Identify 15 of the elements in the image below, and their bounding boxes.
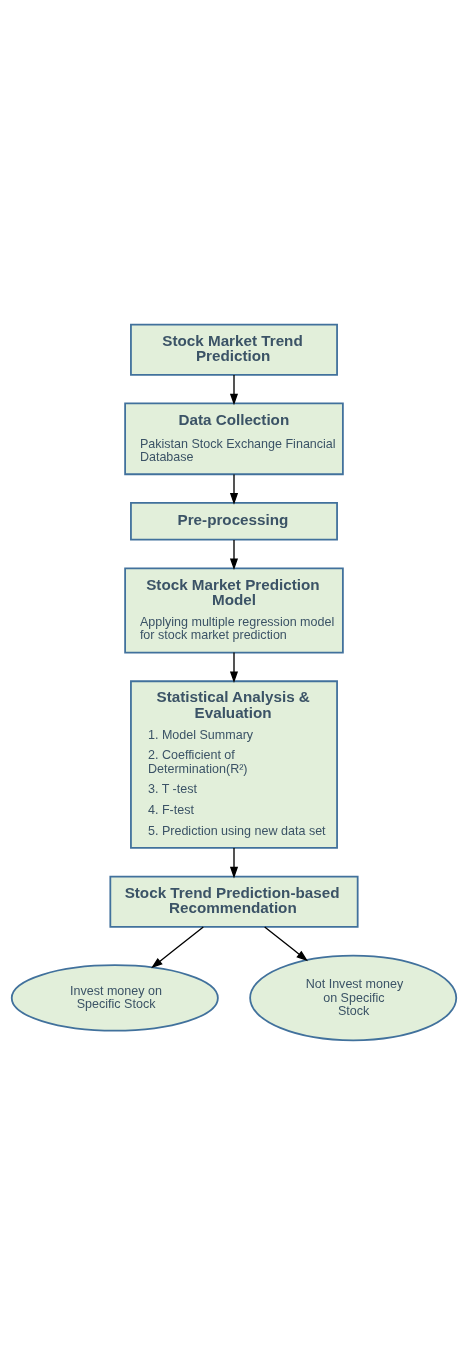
node-box: Statistical Analysis & Evaluation 1. Model Summary 2. Coefficient of Determination(R²) 3. T -test 4. F-test 5. Prediction using new data set [130, 679, 338, 849]
arrow [229, 473, 239, 505]
arrow [229, 846, 239, 878]
node-box: Data Collection Pakistan Stock Exchange Financial Database [124, 402, 344, 475]
arrow [264, 925, 308, 961]
arrow [229, 373, 239, 405]
node-box: Stock Market Trend Prediction [130, 323, 338, 376]
arrow [151, 925, 204, 968]
arrow [229, 651, 239, 683]
node-box: Stock Market Prediction Model Applying multiple regression model for stock market prediction [124, 566, 344, 653]
node-ellipse: Invest money on Specific Stock [10, 963, 219, 1032]
arrow [229, 538, 239, 570]
node-box: Pre-processing [130, 501, 338, 541]
node-box: Stock Trend Prediction-based Recommendation [109, 875, 359, 928]
node-ellipse: Not Invest money on Specific Stock [249, 954, 458, 1041]
